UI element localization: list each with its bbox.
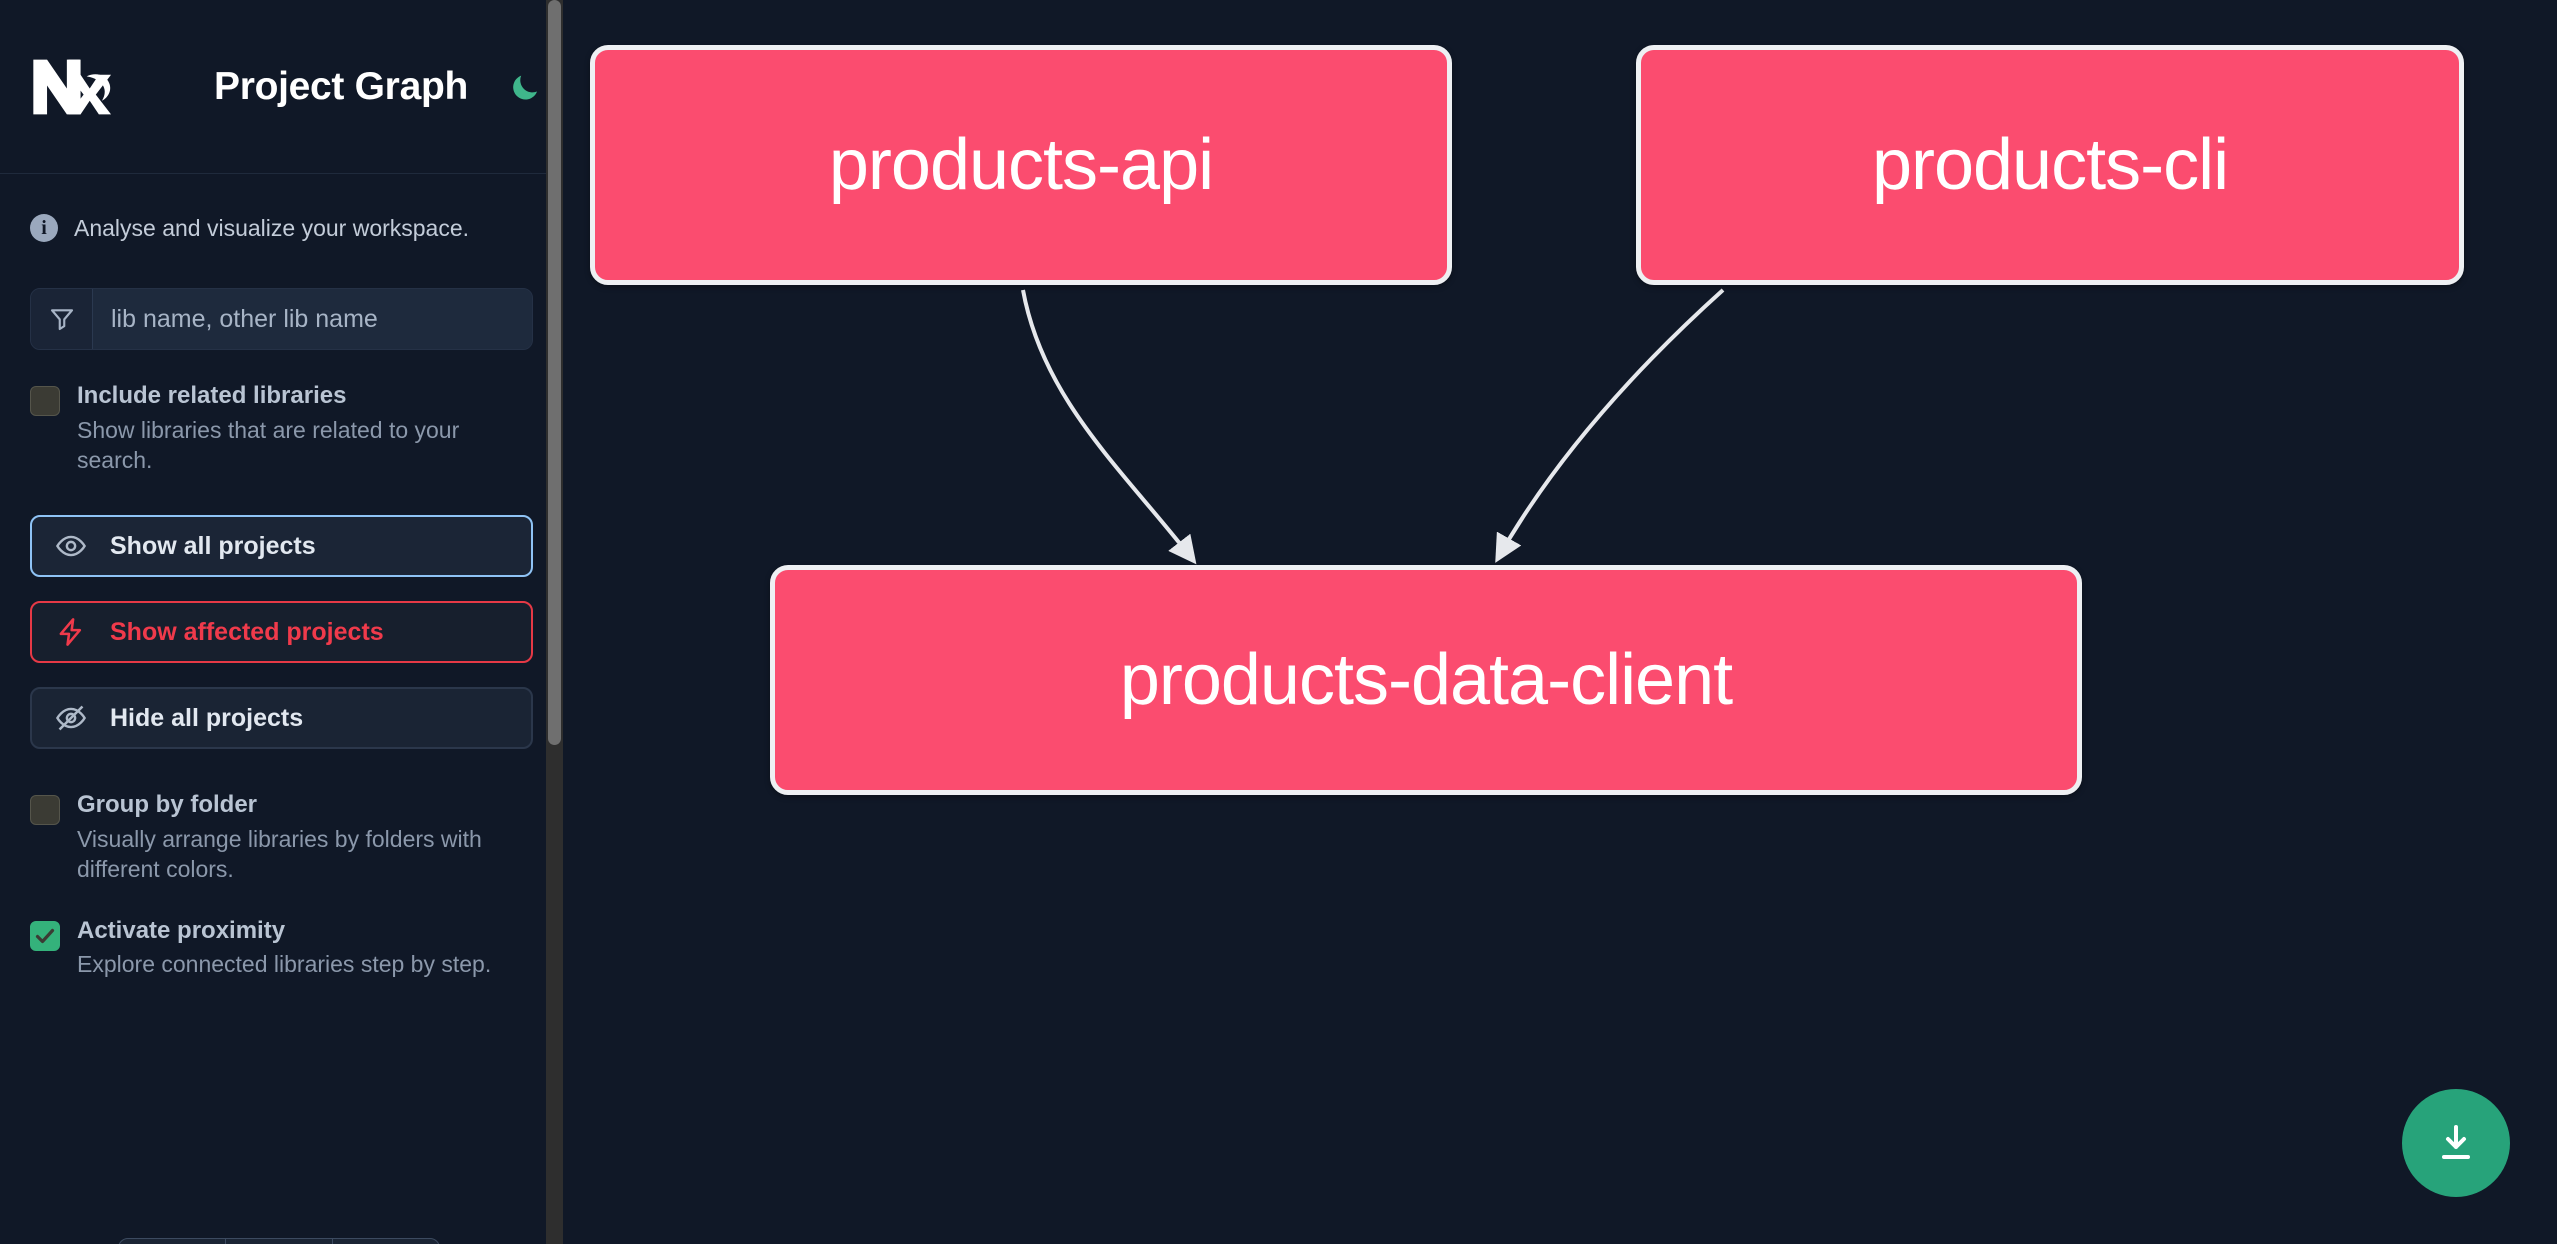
checkbox-row-activate-proximity[interactable]: Activate proximity Explore connected lib… xyxy=(30,917,533,980)
sidebar-scrollbar[interactable] xyxy=(546,0,563,1244)
info-icon: i xyxy=(30,214,58,242)
button-label: Hide all projects xyxy=(110,703,304,732)
nx-logo-icon xyxy=(30,55,122,119)
tagline: i Analyse and visualize your workspace. xyxy=(30,214,533,242)
tagline-text: Analyse and visualize your workspace. xyxy=(74,214,470,241)
checkbox-description: Explore connected libraries step by step… xyxy=(77,951,492,978)
graph-node-products-cli[interactable]: products-cli xyxy=(1636,45,2464,285)
button-label: Show all projects xyxy=(110,531,316,560)
moon-icon[interactable] xyxy=(506,68,544,106)
checkbox-label: Activate proximity xyxy=(77,916,286,944)
search-input[interactable] xyxy=(93,289,532,349)
sidebar-header: Project Graph xyxy=(0,0,563,174)
show-all-projects-button[interactable]: Show all projects xyxy=(30,515,533,578)
graph-node-label: products-cli xyxy=(1871,125,2229,205)
graph-edges xyxy=(1021,288,1725,565)
sidebar-body: i Analyse and visualize your workspace. … xyxy=(0,214,563,980)
eye-off-icon xyxy=(54,701,88,735)
segment-option-1[interactable] xyxy=(119,1239,226,1244)
graph-node-label: products-api xyxy=(828,125,1214,205)
checkbox-activate-proximity[interactable] xyxy=(30,920,60,951)
segment-option-2[interactable] xyxy=(226,1239,333,1244)
sidebar-scrollbar-thumb[interactable] xyxy=(548,0,561,745)
lightning-bolt-icon xyxy=(54,615,88,649)
segment-option-3[interactable] xyxy=(333,1239,439,1244)
button-label: Show affected projects xyxy=(110,617,384,646)
graph-node-products-api[interactable]: products-api xyxy=(590,45,1452,285)
checkbox-label: Group by folder xyxy=(77,791,257,819)
page-title: Project Graph xyxy=(214,64,468,108)
eye-icon xyxy=(54,529,88,563)
graph-node-products-data-client[interactable]: products-data-client xyxy=(770,565,2082,795)
display-mode-segmented-control[interactable] xyxy=(118,1238,440,1244)
filter-funnel-icon xyxy=(31,289,93,349)
graph-node-label: products-data-client xyxy=(1119,640,1733,720)
edge-products-cli-to-products-data-client xyxy=(1495,288,1725,563)
sidebar: Project Graph i Analyse and visualize yo… xyxy=(0,0,563,1244)
checkbox-label: Include related libraries xyxy=(77,382,347,409)
checkbox-row-include-related-libraries[interactable]: Include related libraries Show libraries… xyxy=(30,382,533,475)
graph-canvas[interactable]: products-api products-cli products-data-… xyxy=(563,0,2557,1244)
download-icon xyxy=(2442,1125,2470,1159)
checkbox-group-by-folder[interactable] xyxy=(30,795,60,826)
edge-products-api-to-products-data-client xyxy=(1021,289,1197,565)
checkbox-description: Visually arrange libraries by folders wi… xyxy=(77,825,482,883)
download-image-button[interactable] xyxy=(2402,1089,2510,1197)
checkbox-row-group-by-folder[interactable]: Group by folder Visually arrange librari… xyxy=(30,791,533,884)
hide-all-projects-button[interactable]: Hide all projects xyxy=(30,687,533,750)
show-affected-projects-button[interactable]: Show affected projects xyxy=(30,601,533,664)
checkbox-description: Show libraries that are related to your … xyxy=(77,416,460,473)
search-filter-field[interactable] xyxy=(30,288,533,350)
checkbox-include-related-libraries[interactable] xyxy=(30,386,60,416)
